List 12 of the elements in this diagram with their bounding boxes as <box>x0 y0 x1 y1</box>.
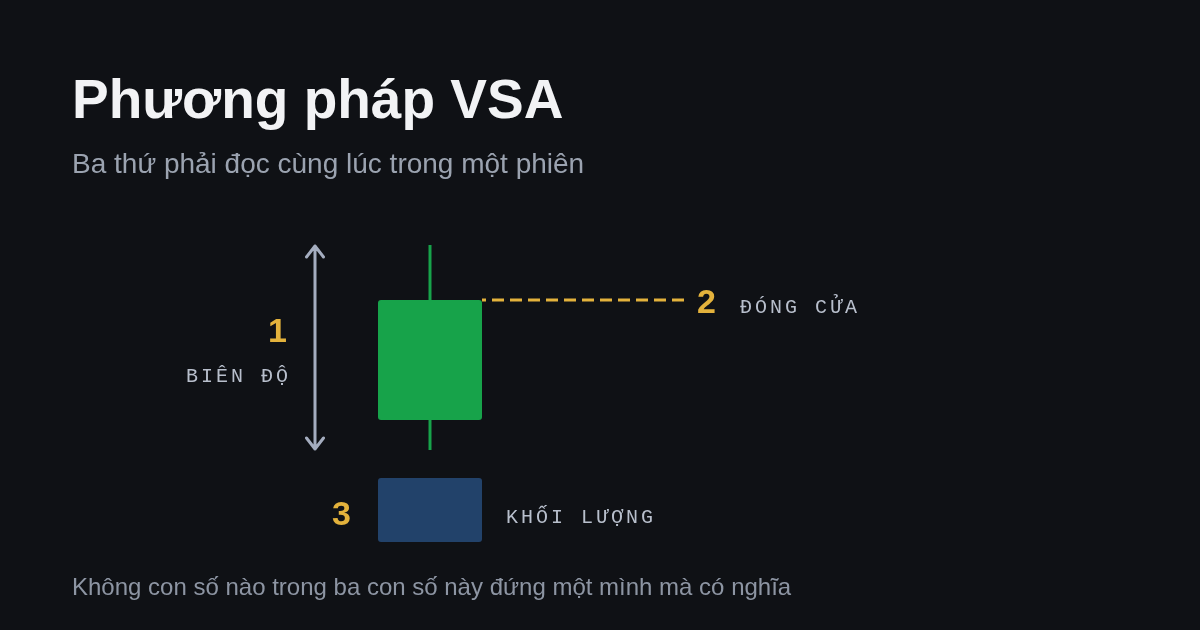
volume-bar <box>378 478 482 542</box>
candlestick <box>378 245 482 450</box>
part-label: KHỐI LƯỢNG <box>506 506 657 530</box>
callout-number: 3 <box>332 493 351 534</box>
caption: Không con số nào trong ba con số này đứng một mình mà có nghĩa <box>72 573 792 602</box>
leader-line <box>482 298 684 302</box>
callout-label: ĐÓNG CỬA <box>739 296 860 320</box>
title: Phương pháp VSA <box>72 67 564 132</box>
callout-number: 2 <box>697 281 716 322</box>
subtitle: Ba thứ phải đọc cùng lúc trong một phiên <box>72 147 585 181</box>
callout-number: 1 <box>268 310 287 351</box>
dimension-label: BIÊN ĐỘ <box>186 365 291 389</box>
